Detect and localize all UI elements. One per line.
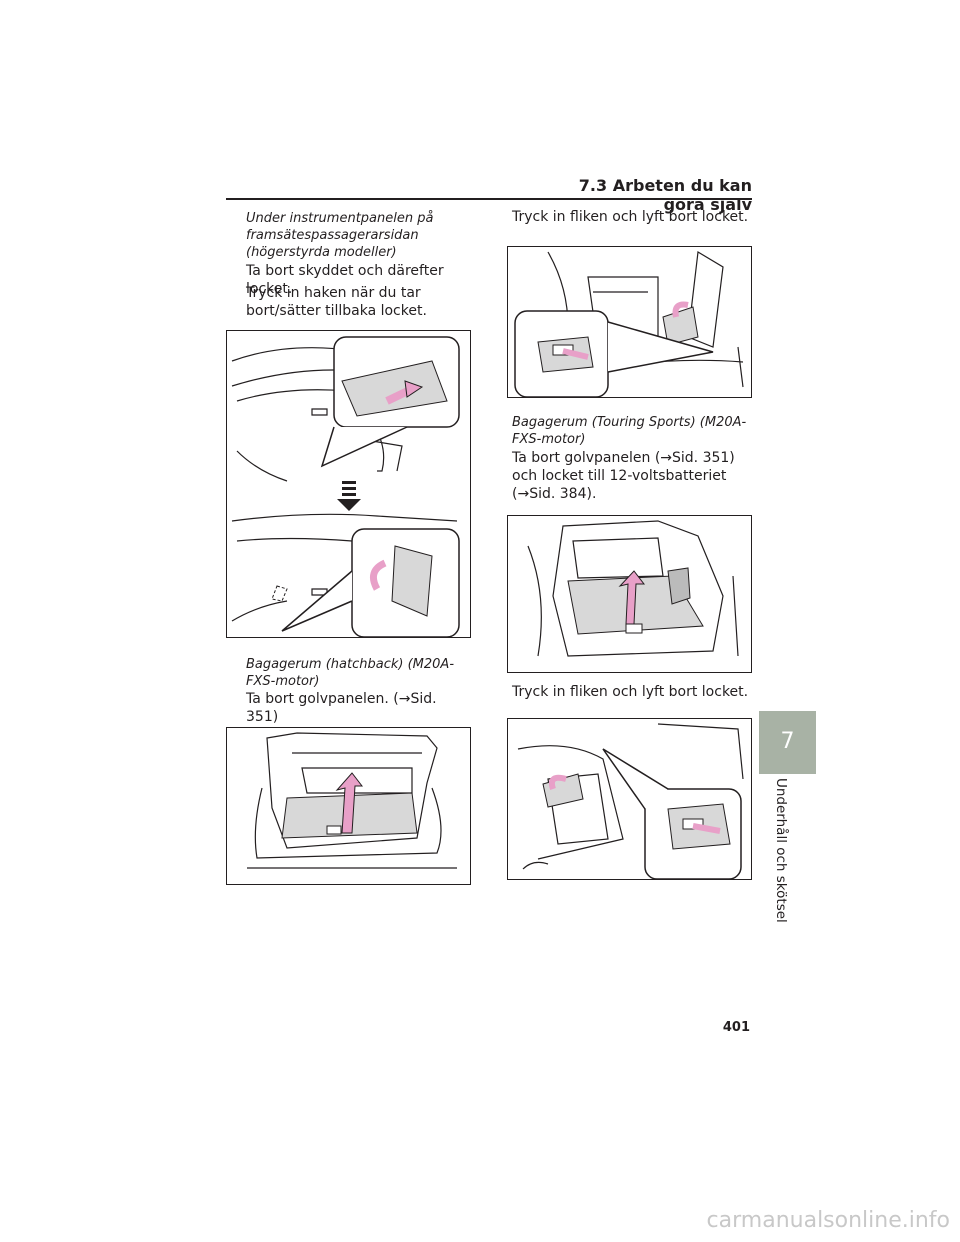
chapter-tab: 7 (759, 711, 816, 774)
instruction-remove-floor-panel: Ta bort golvpanelen. (→Sid. 351) (246, 691, 437, 725)
figure-battery-cover-touring-sports (507, 718, 752, 880)
figure-touring-sports-trunk (507, 515, 752, 673)
instruction-press-tab-1: Tryck in fliken och lyft bort locket. (512, 209, 749, 225)
figure-dashboard-fuse-cover (226, 330, 471, 638)
figure-battery-cover-hatchback (507, 246, 752, 398)
section-heading-touring-sports: Bagagerum (Touring Sports) (M20A-FXS-mot… (512, 415, 747, 447)
chapter-number: 7 (780, 729, 795, 754)
instruction-remove-cover: Ta bort skyddet och därefter locket. (246, 263, 444, 297)
section-heading-dashboard: Under instrumentpanelen på framsätespass… (246, 211, 434, 260)
instruction-press-hook: Tryck in haken när du tar bort/sätter ti… (246, 285, 427, 319)
chapter-title-vertical: Underhåll och skötsel (769, 778, 791, 923)
instruction-press-tab-2: Tryck in fliken och lyft bort locket. (512, 684, 749, 700)
header-divider (226, 198, 752, 200)
watermark: carmanualsonline.info (706, 1208, 950, 1233)
page-number: 401 (722, 1020, 750, 1035)
figure-hatchback-trunk (226, 727, 471, 885)
instruction-remove-floor-panel-and-cover: Ta bort golvpanelen (→Sid. 351) och lock… (512, 450, 735, 502)
section-heading-hatchback: Bagagerum (hatchback) (M20A-FXS-motor) (246, 657, 455, 689)
chapter-title: Underhåll och skötsel (773, 778, 789, 923)
